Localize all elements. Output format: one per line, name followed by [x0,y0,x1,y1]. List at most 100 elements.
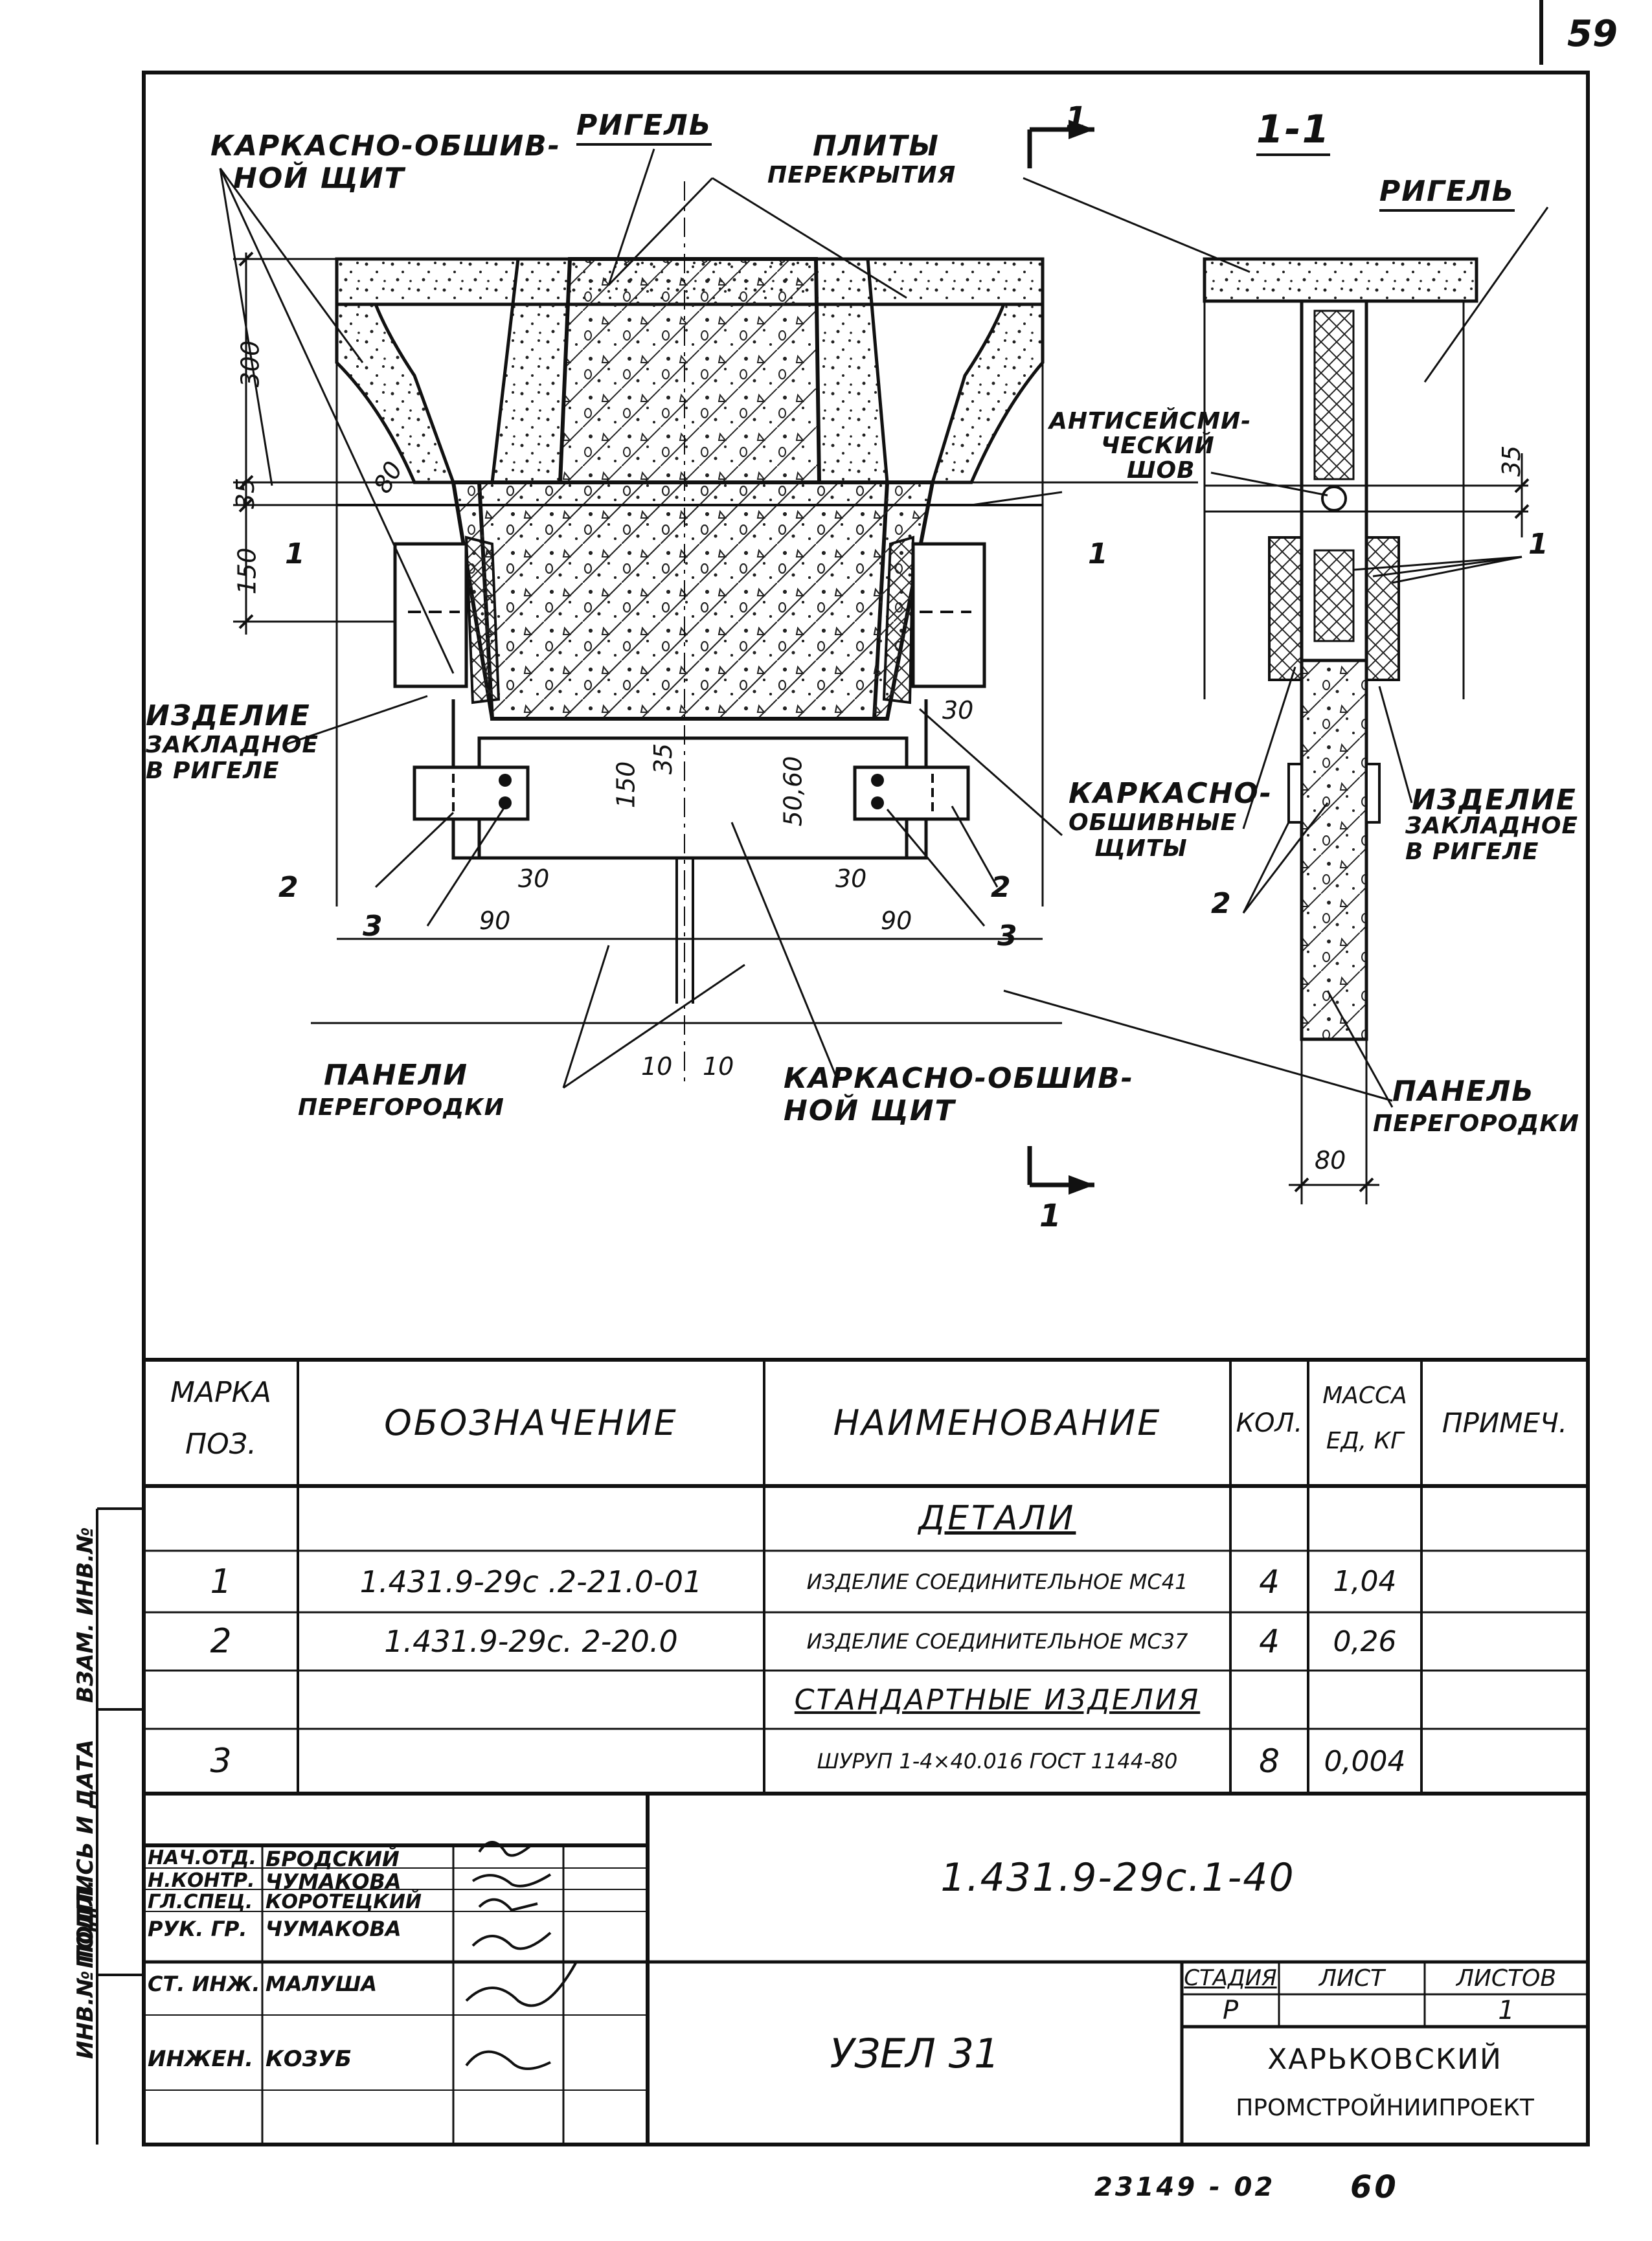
tb-sheets-label: ЛИСТОВ [1456,1965,1557,1992]
th-designation: ОБОЗНАЧЕНИЕ [384,1402,678,1443]
label-antiseismic-3: ШОВ [1127,457,1195,484]
dim-90-right: 90 [881,907,912,935]
row3-mark: 3 [210,1742,232,1781]
row3-name: ШУРУП 1-4×40.016 ГОСТ 1144-80 [817,1749,1178,1774]
th-mass-1: МАССА [1322,1382,1407,1409]
dim-30-right: 30 [835,864,867,893]
pos-2-left: 2 [278,871,300,904]
label-embedded-left-3: В РИГЕЛЕ [146,758,280,784]
row1-name: ИЗДЕЛИЕ СОЕДИНИТЕЛЬНОЕ МС41 [806,1569,1188,1594]
label-karkas-shield-bottom-2: НОЙ ЩИТ [784,1094,956,1127]
section-details: ДЕТАЛИ [918,1499,1076,1538]
pos-2-right: 2 [991,871,1012,904]
tb-role-1: Н.КОНТР. [148,1869,255,1892]
pos-3-left: 3 [363,910,384,943]
label-karkas-shield-top-1: КАРКАСНО-ОБШИВ- [210,130,561,163]
page-number: 59 [1567,13,1618,55]
tb-sheets: 1 [1498,1996,1515,2025]
label-rigel-right: РИГЕЛЬ [1379,175,1515,212]
tb-name-0: БРОДСКИЙ [266,1847,400,1871]
label-embedded-left-2: ЗАКЛАДНОЕ [146,732,319,758]
cut-mark-bottom: 1 [1039,1198,1063,1234]
row1-designation: 1.431.9-29с .2-21.0-01 [359,1564,703,1599]
label-antiseismic-1: АНТИСЕЙСМИ- [1049,408,1252,434]
label-embedded-right-3: В РИГЕЛЕ [1405,839,1539,865]
dim-30-top: 30 [942,696,974,725]
label-karkas-shield-bottom-1: КАРКАСНО-ОБШИВ- [784,1062,1134,1095]
label-plates-2: ПЕРЕКРЫТИЯ [767,162,956,188]
tb-org-1: ХАРЬКОВСКИЙ [1267,2042,1502,2076]
dim-50-60: 50,60 [778,756,808,827]
tb-doc-code: 1.431.9-29с.1-40 [940,1855,1295,1900]
label-panels-1: ПАНЕЛИ [324,1059,469,1092]
tb-org-2: ПРОМСТРОЙНИИПРОЕКТ [1236,2094,1534,2121]
row2-mass: 0,26 [1333,1625,1397,1658]
dim-10-left: 10 [641,1052,673,1081]
pos-3-right: 3 [997,919,1019,952]
th-note: ПРИМЕЧ. [1442,1407,1568,1439]
section-label: 1-1 [1256,107,1331,156]
cut-mark-top: 1 [1065,100,1089,137]
label-rigel-top: РИГЕЛЬ [576,109,712,146]
row3-mass: 0,004 [1324,1744,1406,1778]
dim-80-bottom: 80 [1315,1146,1346,1175]
dim-35-left: 35 [231,477,260,510]
tb-role-4: СТ. ИНЖ. [148,1972,260,1996]
pos-1-section: 1 [1528,528,1550,561]
tb-sheet [1279,1994,1425,2027]
tb-stage: Р [1222,1996,1239,2025]
section-standard: СТАНДАРТНЫЕ ИЗДЕЛИЯ [794,1683,1201,1717]
dim-10-right: 10 [703,1052,734,1081]
label-karkas-shields-mid-3: ЩИТЫ [1094,835,1188,862]
th-name: НАИМЕНОВАНИЕ [833,1402,1162,1443]
tb-role-5: ИНЖЕН. [148,2046,254,2072]
pos-1-right: 1 [1088,537,1109,570]
label-plates-1: ПЛИТЫ [813,130,940,163]
tb-name-4: МАЛУША [266,1972,378,1996]
dim-30-left: 30 [518,864,550,893]
row3-qty: 8 [1259,1742,1280,1780]
label-karkas-shield-top-2: НОЙ ЩИТ [233,162,405,195]
tb-sheet-label: ЛИСТ [1318,1965,1385,1992]
side-stamp-vzam: ВЗАМ. ИНВ.№ [73,1527,98,1703]
dim-150-left: 150 [232,547,262,595]
tb-name-5: КОЗУБ [266,2046,352,2072]
th-mass-2: ЕД, КГ [1326,1427,1404,1454]
tb-name-1: ЧУМАКОВА [266,1869,402,1894]
pos-1-left: 1 [285,537,306,570]
label-embedded-right-1: ИЗДЕЛИЕ [1412,783,1577,816]
dim-35-right: 35 [1497,445,1526,477]
row2-qty: 4 [1259,1623,1280,1660]
label-embedded-right-2: ЗАКЛАДНОЕ [1405,813,1579,839]
label-karkas-shields-mid-1: КАРКАСНО- [1069,777,1273,810]
footer-num: 60 [1350,2169,1399,2205]
dim-35-mid: 35 [649,743,678,775]
tb-role-3: РУК. ГР. [148,1917,247,1941]
row1-mark: 1 [210,1562,232,1601]
dim-300: 300 [236,340,265,388]
dim-150-mid: 150 [611,761,640,809]
tb-stage-label: СТАДИЯ [1184,1965,1277,1991]
row1-mass: 1,04 [1333,1565,1397,1598]
tb-name-3: ЧУМАКОВА [266,1917,402,1941]
side-stamp-sign: ПОДПИСЬ И ДАТА [73,1739,98,1968]
label-panel-right-1: ПАНЕЛЬ [1392,1075,1535,1108]
label-antiseismic-2: ЧЕСКИЙ [1101,433,1215,459]
tb-role-0: НАЧ.ОТД. [148,1847,257,1869]
row2-mark: 2 [210,1622,232,1661]
th-mark-1: МАРКА [170,1375,271,1409]
tb-role-2: ГЛ.СПЕЦ. [148,1891,253,1913]
dim-90-left: 90 [479,907,511,935]
label-karkas-shields-mid-2: ОБШИВНЫЕ [1069,809,1238,836]
footer-archive: 23149 - 02 [1094,2172,1276,2202]
label-panels-2: ПЕРЕГОРОДКИ [298,1094,504,1121]
label-panel-right-2: ПЕРЕГОРОДКИ [1373,1110,1579,1137]
tb-sheet-title: УЗЕЛ 31 [830,2029,1000,2077]
th-qty: КОЛ. [1236,1408,1303,1438]
tb-name-2: КОРОТЕЦКИЙ [266,1891,422,1913]
row1-qty: 4 [1259,1562,1280,1601]
label-embedded-left-1: ИЗДЕЛИЕ [146,699,311,732]
pos-2-section: 2 [1211,887,1232,920]
